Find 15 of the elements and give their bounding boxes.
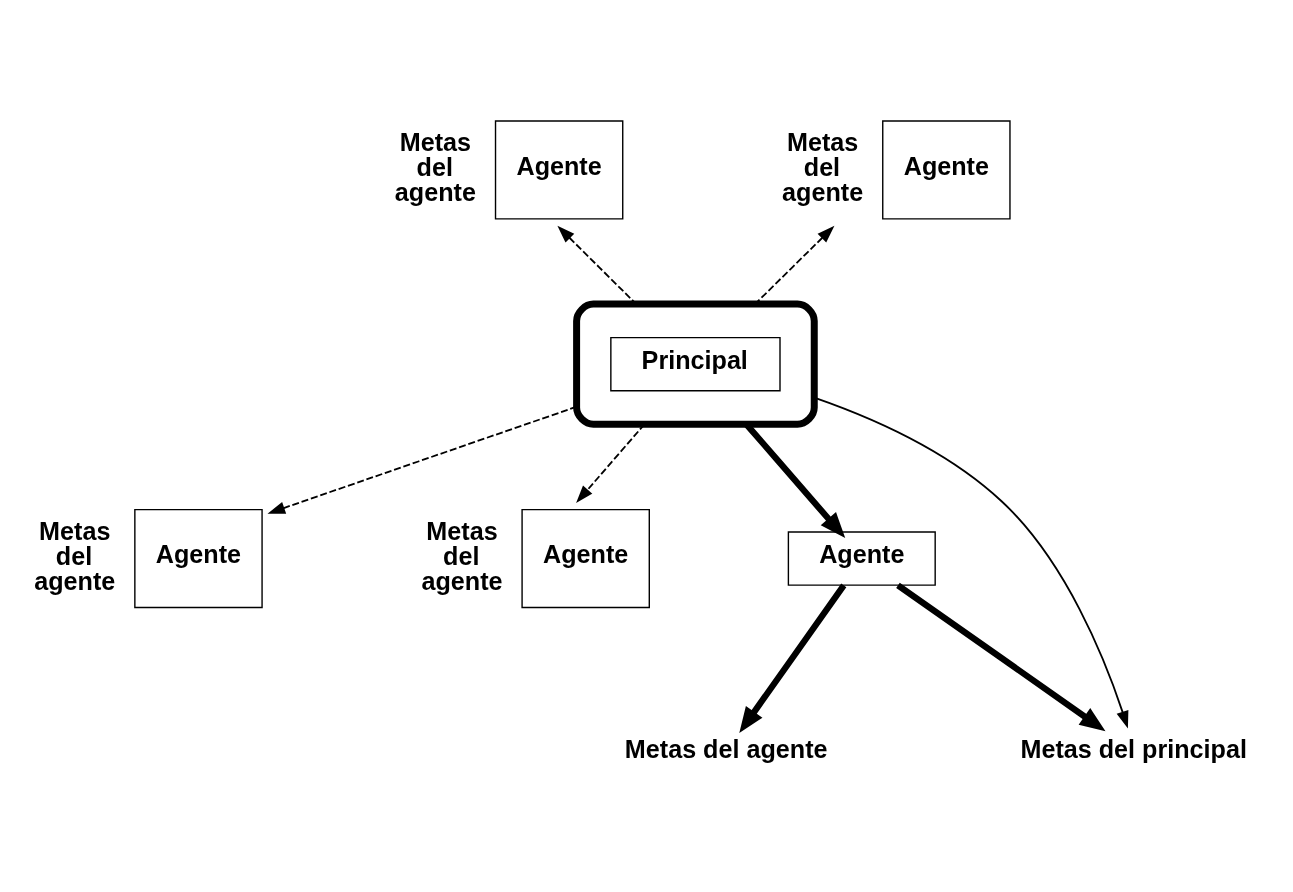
arrow <box>739 583 847 733</box>
node-label: Metas del agente <box>782 127 864 207</box>
node-box: Agente <box>134 508 263 609</box>
node-box: Agente <box>521 508 650 609</box>
arrow <box>896 582 1106 732</box>
node-box: Agente <box>494 120 624 220</box>
node-box: Agente <box>787 531 936 586</box>
node-box: Principal <box>610 336 781 392</box>
node-label: Metas del agente <box>34 516 116 595</box>
cluster <box>573 300 818 428</box>
node-text: Metas del agente <box>624 734 828 763</box>
node-label: Metas del agente <box>394 127 476 207</box>
node-text: Metas del principal <box>1020 734 1247 763</box>
node-label: Metas del agente <box>421 516 503 595</box>
node-box: Agente <box>882 120 1011 220</box>
